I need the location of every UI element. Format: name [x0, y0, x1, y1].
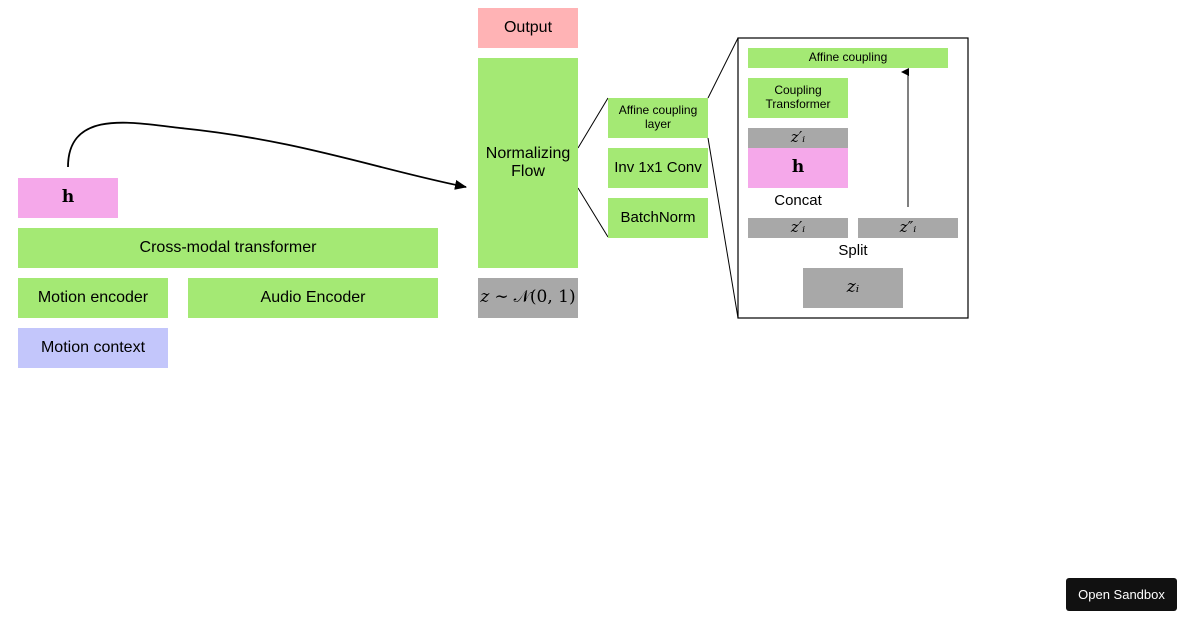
affine-to-detail-top-line: [707, 37, 739, 99]
h-to-flow-arrow: [67, 121, 467, 190]
cross-modal-transformer-box: Cross-modal transformer: [18, 228, 438, 268]
z-prime-bottom-symbol: z′ᵢ: [790, 218, 806, 237]
coupling-transformer-label: Coupling Transformer: [765, 83, 831, 111]
output-label: Output: [503, 18, 553, 36]
inv-conv-box: Inv 1x1 Conv: [608, 148, 708, 188]
prior-distribution-symbol: 𝒩(0, 1): [513, 287, 576, 308]
batchnorm-label: BatchNorm: [620, 209, 696, 227]
motion-context-box: Motion context: [18, 328, 168, 368]
prior-sim-symbol: ∼: [494, 287, 509, 308]
flow-to-batchnorm-line: [577, 187, 609, 238]
z-double-prime-box: z″ᵢ: [858, 218, 958, 238]
z-prime-top-box: z′ᵢ: [748, 128, 848, 148]
affine-coupling-layer-box: Affine coupling layer: [608, 98, 708, 138]
affine-to-detail-bottom-line: [707, 137, 739, 319]
affine-detail-frame: [737, 37, 969, 319]
affine-coupling-layer-label: Affine coupling layer: [618, 103, 698, 131]
z-double-prime-symbol: z″ᵢ: [899, 218, 917, 237]
z-i-box: zᵢ: [803, 268, 903, 308]
open-sandbox-button[interactable]: Open Sandbox: [1066, 578, 1177, 611]
gaussian-prior-box: z ∼ 𝒩(0, 1): [478, 278, 578, 318]
h-embedding-box: h: [18, 178, 118, 218]
h-symbol: h: [61, 187, 75, 208]
audio-encoder-label: Audio Encoder: [260, 288, 366, 306]
batchnorm-box: BatchNorm: [608, 198, 708, 238]
audio-encoder-box: Audio Encoder: [188, 278, 438, 318]
z-prime-top-symbol: z′ᵢ: [790, 128, 806, 147]
affine-coupling-output-label: Affine coupling: [808, 50, 888, 65]
h-detail-symbol: h: [791, 157, 805, 178]
cross-modal-transformer-label: Cross-modal transformer: [139, 238, 317, 256]
flow-to-affine-line: [577, 97, 609, 149]
motion-context-label: Motion context: [40, 338, 146, 356]
inv-conv-label: Inv 1x1 Conv: [614, 159, 702, 177]
normalizing-flow-box: Normalizing Flow: [478, 58, 578, 268]
z-i-symbol: zᵢ: [846, 277, 860, 298]
affine-coupling-output-box: Affine coupling: [748, 48, 948, 68]
prior-z-symbol: z: [480, 287, 490, 308]
coupling-transformer-box: Coupling Transformer: [748, 78, 848, 118]
motion-encoder-box: Motion encoder: [18, 278, 168, 318]
h-detail-box: h: [748, 148, 848, 188]
motion-encoder-label: Motion encoder: [37, 288, 149, 306]
normalizing-flow-label: Normalizing Flow: [485, 144, 571, 180]
split-label: Split: [838, 242, 868, 259]
output-box: Output: [478, 8, 578, 48]
z-prime-bottom-box: z′ᵢ: [748, 218, 848, 238]
concat-label: Concat: [774, 192, 822, 209]
